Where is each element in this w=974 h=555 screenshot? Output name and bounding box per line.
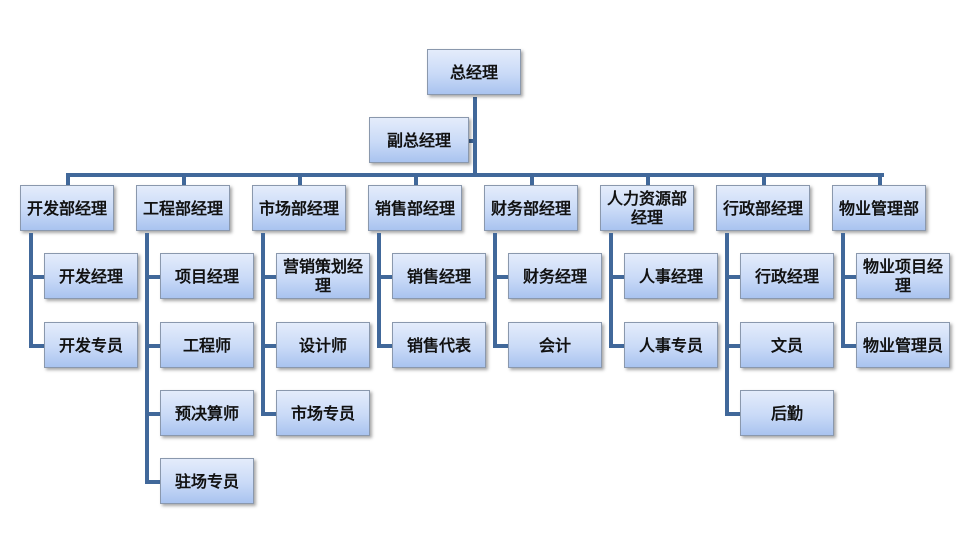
connector xyxy=(762,175,766,185)
node-position[interactable]: 行政经理 xyxy=(740,253,834,299)
node-department[interactable]: 开发部经理 xyxy=(20,185,114,231)
connector xyxy=(493,344,509,348)
connector xyxy=(473,97,477,176)
connector xyxy=(145,344,161,348)
node-position[interactable]: 营销策划经理 xyxy=(276,253,370,299)
node-position[interactable]: 文员 xyxy=(740,322,834,368)
connector xyxy=(261,275,277,279)
node-department[interactable]: 人力资源部经理 xyxy=(600,185,694,231)
node-position[interactable]: 驻场专员 xyxy=(160,458,254,504)
connector xyxy=(725,233,729,416)
node-position[interactable]: 工程师 xyxy=(160,322,254,368)
node-general-manager[interactable]: 总经理 xyxy=(427,49,521,95)
node-position[interactable]: 销售代表 xyxy=(392,322,486,368)
node-department[interactable]: 行政部经理 xyxy=(716,185,810,231)
connector xyxy=(182,175,186,185)
node-position[interactable]: 预决算师 xyxy=(160,390,254,436)
connector xyxy=(725,344,741,348)
node-position[interactable]: 后勤 xyxy=(740,390,834,436)
connector xyxy=(530,175,534,185)
node-department[interactable]: 销售部经理 xyxy=(368,185,462,231)
node-position[interactable]: 设计师 xyxy=(276,322,370,368)
node-position[interactable]: 物业管理员 xyxy=(856,322,950,368)
connector xyxy=(841,344,857,348)
node-position[interactable]: 项目经理 xyxy=(160,253,254,299)
connector xyxy=(609,344,625,348)
connector xyxy=(841,233,845,348)
connector xyxy=(377,233,381,348)
connector xyxy=(609,275,625,279)
connector xyxy=(29,233,33,348)
connector xyxy=(377,275,393,279)
connector xyxy=(609,233,613,348)
connector xyxy=(29,275,45,279)
connector xyxy=(145,233,149,484)
connector xyxy=(145,480,161,484)
connector xyxy=(493,275,509,279)
node-position[interactable]: 人事经理 xyxy=(624,253,718,299)
node-department[interactable]: 市场部经理 xyxy=(252,185,346,231)
node-department[interactable]: 工程部经理 xyxy=(136,185,230,231)
connector xyxy=(646,175,650,185)
connector xyxy=(298,175,302,185)
connector xyxy=(725,275,741,279)
connector xyxy=(493,233,497,348)
node-position[interactable]: 开发经理 xyxy=(44,253,138,299)
node-position[interactable]: 财务经理 xyxy=(508,253,602,299)
node-deputy-general-manager[interactable]: 副总经理 xyxy=(369,117,469,163)
node-position[interactable]: 物业项目经理 xyxy=(856,253,950,299)
node-position[interactable]: 会计 xyxy=(508,322,602,368)
node-position[interactable]: 销售经理 xyxy=(392,253,486,299)
connector xyxy=(66,175,70,185)
connector xyxy=(377,344,393,348)
connector xyxy=(261,344,277,348)
node-department[interactable]: 财务部经理 xyxy=(484,185,578,231)
connector xyxy=(66,173,884,177)
connector xyxy=(261,233,265,416)
connector xyxy=(145,412,161,416)
node-position[interactable]: 人事专员 xyxy=(624,322,718,368)
connector xyxy=(145,275,161,279)
node-position[interactable]: 开发专员 xyxy=(44,322,138,368)
connector xyxy=(29,344,45,348)
node-position[interactable]: 市场专员 xyxy=(276,390,370,436)
connector xyxy=(414,175,418,185)
connector xyxy=(725,412,741,416)
connector xyxy=(468,139,474,143)
node-department[interactable]: 物业管理部 xyxy=(832,185,926,231)
connector xyxy=(261,412,277,416)
connector xyxy=(878,175,882,185)
connector xyxy=(841,275,857,279)
